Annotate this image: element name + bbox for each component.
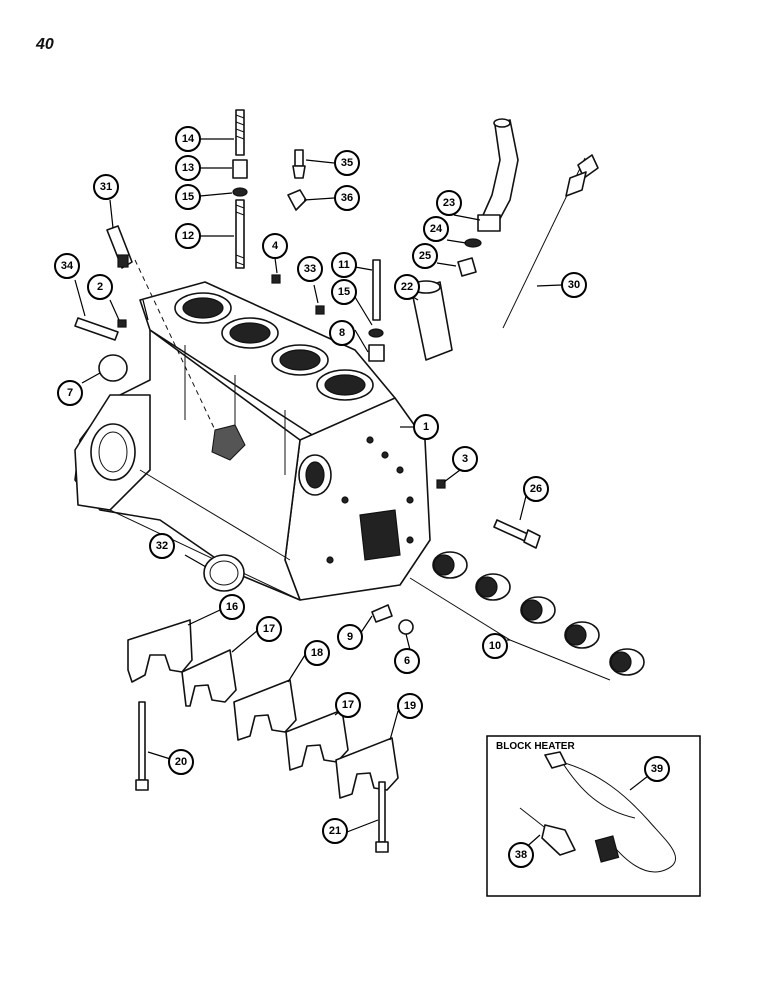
dipstick <box>502 154 599 329</box>
callout-36-label: 36 <box>341 192 353 204</box>
main-bearing-caps <box>127 619 399 799</box>
callout-24: 24 <box>423 216 449 242</box>
callout-12-label: 12 <box>182 230 194 242</box>
callout-3-label: 3 <box>462 453 468 465</box>
callout-23: 23 <box>436 190 462 216</box>
callout-17-upper-label: 17 <box>263 623 275 635</box>
callout-15-lower-label: 15 <box>338 286 350 298</box>
callout-8: 8 <box>329 320 355 346</box>
callout-6: 6 <box>394 648 420 674</box>
oil-pressure-sender <box>106 225 133 269</box>
stud-and-plug <box>74 317 127 341</box>
callout-32-label: 32 <box>156 540 168 552</box>
callout-10-label: 10 <box>489 640 501 652</box>
oil-filler-tube <box>479 119 519 229</box>
callout-38-label: 38 <box>515 849 527 861</box>
callout-30: 30 <box>561 272 587 298</box>
temperature-sender <box>287 149 307 211</box>
callout-18: 18 <box>304 640 330 666</box>
callout-21-label: 21 <box>329 825 341 837</box>
callout-25: 25 <box>412 243 438 269</box>
callout-22-label: 22 <box>401 281 413 293</box>
callout-13: 13 <box>175 155 201 181</box>
callout-1-label: 1 <box>423 421 429 433</box>
callout-6-label: 6 <box>404 655 410 667</box>
callout-17-lower-label: 17 <box>342 699 354 711</box>
callout-39: 39 <box>644 756 670 782</box>
callout-34-label: 34 <box>61 260 74 272</box>
callout-11: 11 <box>331 252 357 278</box>
callout-33-label: 33 <box>304 263 316 275</box>
callout-2: 2 <box>87 274 113 300</box>
callout-31-label: 31 <box>100 181 112 193</box>
callout-19: 19 <box>397 693 423 719</box>
callout-9-label: 9 <box>347 631 353 643</box>
callout-23-label: 23 <box>443 197 455 209</box>
callout-10: 10 <box>482 633 508 659</box>
callout-20-label: 20 <box>175 756 187 768</box>
callout-16: 16 <box>219 594 245 620</box>
callout-13-label: 13 <box>182 162 194 174</box>
callout-39-label: 39 <box>651 763 663 775</box>
callout-4-label: 4 <box>272 240 279 252</box>
cam-bearings <box>409 551 645 681</box>
callout-18-label: 18 <box>311 647 323 659</box>
callout-3: 3 <box>452 446 478 472</box>
callout-34: 34 <box>54 253 80 279</box>
callout-8-label: 8 <box>339 327 345 339</box>
cap-plug <box>98 354 128 382</box>
callout-9: 9 <box>337 624 363 650</box>
callout-7-label: 7 <box>67 387 73 399</box>
callout-20: 20 <box>168 749 194 775</box>
callout-12: 12 <box>175 223 201 249</box>
callout-35: 35 <box>334 150 360 176</box>
callout-25-label: 25 <box>419 250 431 262</box>
callout-26: 26 <box>523 476 549 502</box>
callout-22: 22 <box>394 274 420 300</box>
callout-15-lower: 15 <box>331 279 357 305</box>
callout-30-label: 30 <box>568 279 580 291</box>
callout-35-label: 35 <box>341 157 353 169</box>
callout-36: 36 <box>334 185 360 211</box>
callout-31: 31 <box>93 174 119 200</box>
callout-4: 4 <box>262 233 288 259</box>
block-heater-inset: BLOCK HEATER <box>486 735 701 897</box>
callout-33: 33 <box>297 256 323 282</box>
callout-7: 7 <box>57 380 83 406</box>
callout-17-upper: 17 <box>256 616 282 642</box>
callout-26-label: 26 <box>530 483 542 495</box>
callout-14-label: 14 <box>182 133 195 145</box>
callout-11-label: 11 <box>338 259 350 271</box>
callout-15-upper: 15 <box>175 184 201 210</box>
callout-2-label: 2 <box>97 281 103 293</box>
head-stud-assembly <box>232 109 248 269</box>
inset-title: BLOCK HEATER <box>496 741 575 752</box>
callout-38: 38 <box>508 842 534 868</box>
callout-1: 1 <box>413 414 439 440</box>
callout-21: 21 <box>322 818 348 844</box>
callout-16-label: 16 <box>226 601 238 613</box>
cylinder-block <box>74 281 431 601</box>
callout-14: 14 <box>175 126 201 152</box>
callout-19-label: 19 <box>404 700 416 712</box>
page-number: 40 <box>36 36 54 53</box>
callout-32: 32 <box>149 533 175 559</box>
callout-24-label: 24 <box>430 223 443 235</box>
callout-15-upper-label: 15 <box>182 191 194 203</box>
callout-17-lower: 17 <box>335 692 361 718</box>
